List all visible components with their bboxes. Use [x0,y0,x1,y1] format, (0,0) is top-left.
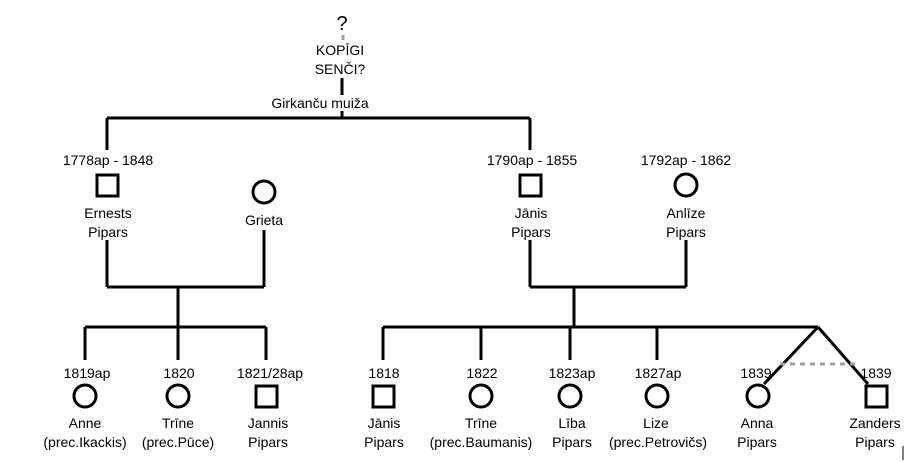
trine1-maiden-note: (prec.Pūce) [142,434,214,450]
anna-name: Anna [741,415,774,431]
janis-jr-surname: Pipars [364,434,404,450]
ernests-name: Ernests [84,205,131,221]
lize-dates: 1827ap [635,365,682,381]
anlize-dates: 1792ap - 1862 [641,152,732,168]
anlize-surname: Pipars [666,224,706,240]
lize-female-symbol [644,383,670,409]
trine2-maiden-note: (prec.Baumanis) [430,434,533,450]
trine1-female-symbol [165,383,191,409]
anne-maiden-note: (prec.Ikackis) [43,434,126,450]
jannis-name: Jannis [248,415,288,431]
twin-line-zanders [816,326,870,385]
janis-jr-dates: 1818 [368,365,399,381]
ernests-surname: Pipars [88,224,128,240]
anlize-female-symbol [673,172,699,198]
zanders-surname: Pipars [855,434,895,450]
grieta-name: Grieta [245,212,283,228]
place-label: Girkanču muiža [271,95,368,111]
anne-dates: 1819ap [64,365,111,381]
liba-name: Lība [558,415,585,431]
anne-female-symbol [72,383,98,409]
jannis-dates: 1821/28ap [237,365,303,381]
ernests-male-symbol [95,173,120,198]
zanders-dates: 1839 [860,365,891,381]
anna-dates: 1839 [740,365,771,381]
zanders-name: Zanders [849,415,900,431]
common-ancestors-label-line2: SENČI? [315,61,366,77]
trine1-dates: 1820 [163,365,194,381]
janis-sr-surname: Pipars [511,224,551,240]
anna-surname: Pipars [737,434,777,450]
janis-sr-dates: 1790ap - 1855 [487,152,578,168]
twin-line-anna [762,325,820,386]
anna-female-symbol [745,383,771,409]
janis-jr-male-symbol [371,384,396,409]
trine2-female-symbol [468,383,494,409]
zanders-male-symbol [864,384,889,409]
ernests-dates: 1778ap - 1848 [63,152,154,168]
grieta-female-symbol [251,179,277,205]
trine2-name: Trīne [465,415,497,431]
janis-sr-name: Jānis [515,205,548,221]
janis-sr-male-symbol [518,173,543,198]
anlize-name: Anlīze [667,205,706,221]
lize-maiden-note: (prec.Petrovičs) [609,434,707,450]
janis-jr-name: Jānis [368,415,401,431]
anne-name: Anne [69,415,102,431]
unknown-ancestor-mark: ? [336,13,347,35]
trine2-dates: 1822 [466,365,497,381]
liba-dates: 1823ap [549,365,596,381]
jannis-male-symbol [254,384,279,409]
lize-name: Lize [643,415,669,431]
liba-surname: Pipars [552,434,592,450]
common-ancestors-label-line1: KOPĪGI [316,42,364,58]
trine1-name: Trīne [162,415,194,431]
liba-female-symbol [557,383,583,409]
jannis-surname: Pipars [248,434,288,450]
